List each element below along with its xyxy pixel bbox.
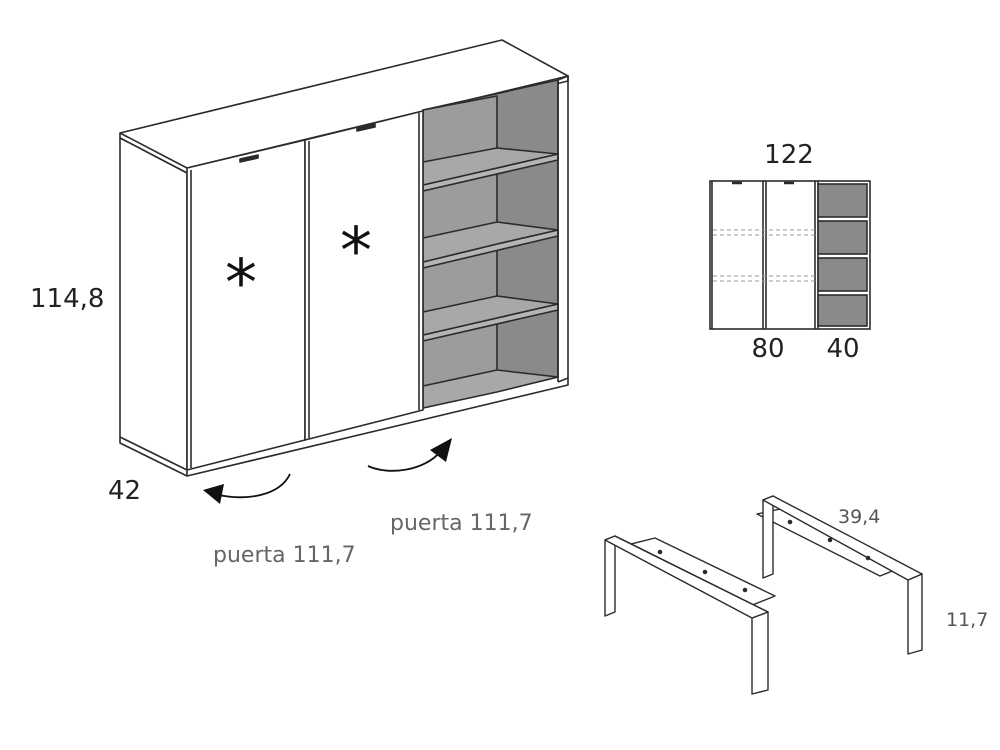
door-mark-middle: * bbox=[340, 215, 372, 289]
leg-right bbox=[756, 495, 923, 655]
front-shelf-2 bbox=[817, 220, 868, 255]
slide-arrow-left-head bbox=[203, 484, 224, 504]
front-shelf-1 bbox=[817, 183, 868, 218]
front-view bbox=[709, 180, 871, 330]
leg-height-label: 11,7 bbox=[946, 609, 988, 631]
cabinet-height-label: 114,8 bbox=[30, 284, 104, 314]
leg-length-label: 39,4 bbox=[838, 506, 880, 528]
front-shelf-4 bbox=[817, 294, 868, 327]
door-middle bbox=[304, 110, 424, 441]
cabinet-depth-label: 42 bbox=[108, 476, 141, 506]
slide-arrow-right bbox=[367, 451, 441, 472]
slide-arrow-right-head bbox=[430, 438, 452, 462]
front-section-label-40: 40 bbox=[826, 334, 859, 364]
handle-middle bbox=[356, 123, 376, 132]
front-width-label: 122 bbox=[764, 140, 814, 170]
handle-left bbox=[239, 154, 259, 163]
cabinet-isometric bbox=[119, 39, 569, 477]
cabinet-left-side bbox=[119, 137, 188, 471]
front-view-hidden-shelves bbox=[713, 229, 815, 282]
front-shelf-3 bbox=[817, 257, 868, 292]
cabinet-right-frame bbox=[557, 75, 569, 383]
slide-arrow-left bbox=[213, 473, 291, 499]
door-label-left: puerta 111,7 bbox=[213, 543, 356, 568]
door-mark-left: * bbox=[225, 247, 257, 321]
leg-left bbox=[604, 535, 776, 695]
door-label-right: puerta 111,7 bbox=[390, 511, 533, 536]
front-section-label-80: 80 bbox=[751, 334, 784, 364]
